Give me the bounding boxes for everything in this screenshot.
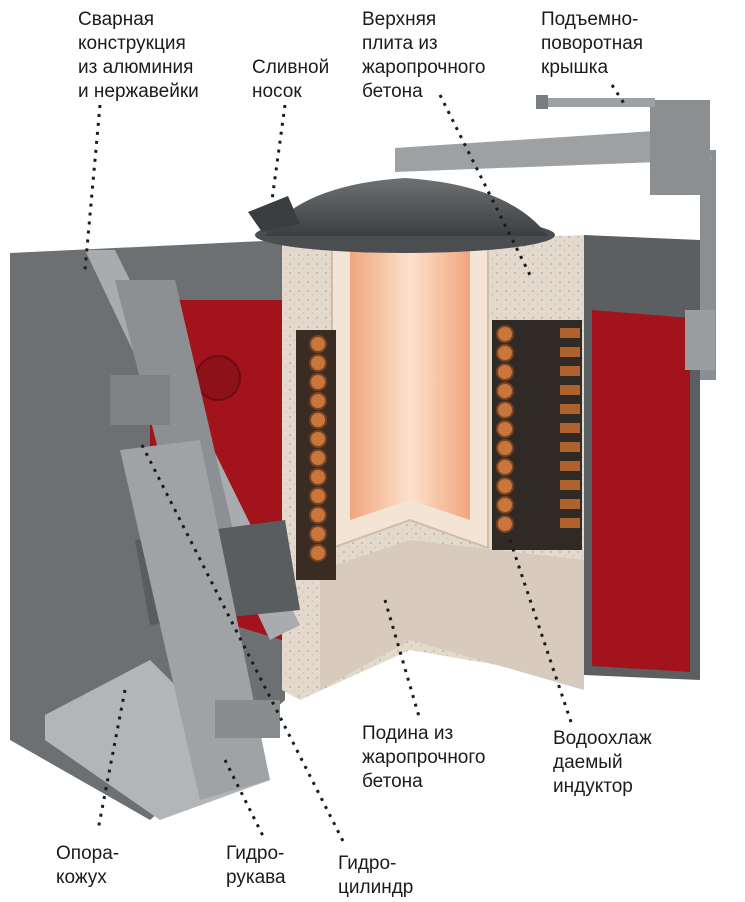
inductor-left [296,330,336,580]
coil-turn [496,420,514,438]
coil-turn [309,354,327,372]
leader-lines [83,84,627,846]
coil-turn [309,449,327,467]
coil-turn [309,468,327,486]
coil-bar [560,461,580,471]
coil-turn [496,515,514,533]
coil-turn [496,401,514,419]
label-cylinder: Гидро- цилиндр [338,853,414,898]
spout [248,196,300,232]
coil-turn [496,458,514,476]
coil-bar [560,328,580,338]
label-inductor: Водоохлаж даемый индуктор [553,728,652,797]
right-red-panel [592,310,690,672]
coil-turn [309,335,327,353]
coil-bar [560,347,580,357]
coil-bar [560,404,580,414]
inductor-right [492,320,582,550]
coil-turn [309,430,327,448]
label-lifting-lid: Подъемно- поворотная крышка [541,9,644,78]
coil-bar [560,366,580,376]
label-top-plate: Верхняя плита из жаропрочного бетона [362,9,486,102]
furnace-lid [265,178,548,236]
label-spout: Сливной носок [252,57,330,102]
coil-turn [309,506,327,524]
coil-turn [309,392,327,410]
tilt-frame [45,250,300,820]
hearth-cut [320,540,584,690]
label-welded-structure: Сварная конструкция из алюминия и нержав… [78,9,199,102]
coil-turn [309,525,327,543]
coil-bar [560,499,580,509]
observation-port [195,355,241,401]
coil-turn [309,411,327,429]
coil-bar [560,518,580,528]
label-hearth: Подина из жаропрочного бетона [362,723,486,792]
coil-bar [560,385,580,395]
label-hoses: Гидро- рукава [226,843,286,888]
coil-turn [309,487,327,505]
coil-turn [309,373,327,391]
coil-bar [560,480,580,490]
coil-bar [560,442,580,452]
label-support: Опора- кожух [56,843,120,888]
coil-bar [560,423,580,433]
coil-turn [496,439,514,457]
coil-turn [496,382,514,400]
coil-turn [496,363,514,381]
coil-turn [496,477,514,495]
coil-turn [309,544,327,562]
coil-turn [496,496,514,514]
coil-turn [496,344,514,362]
crucible-melt [350,205,470,520]
coil-turn [496,325,514,343]
